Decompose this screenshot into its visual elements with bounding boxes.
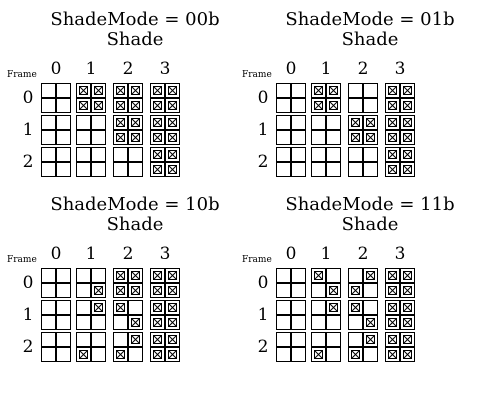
shade-pattern-cell (113, 147, 143, 177)
shade-pattern-cell (41, 83, 71, 113)
shade-pattern-cell (385, 83, 415, 113)
frame-row-number: 0 (22, 88, 34, 108)
shade-pattern-cell (41, 115, 71, 145)
shade-pattern-cell (385, 147, 415, 177)
shade-heading: Shade (106, 29, 164, 50)
panel-title: ShadeMode = 01b (285, 9, 455, 30)
shade-column-number: 0 (50, 244, 62, 264)
shade-column-number: 0 (285, 244, 297, 264)
shade-column-number: 3 (394, 244, 406, 264)
shade-pattern-cell (276, 300, 306, 330)
shade-pattern-cell (311, 147, 341, 177)
shade-pattern-cell (311, 268, 341, 298)
frame-row-number: 1 (257, 305, 269, 325)
frame-label: Frame (7, 70, 37, 80)
shade-pattern-cell (76, 300, 106, 330)
shade-pattern-cell (311, 300, 341, 330)
shade-pattern-cell (113, 332, 143, 362)
shade-pattern-cell (276, 268, 306, 298)
shade-column-number: 2 (357, 59, 369, 79)
shade-pattern-cell (41, 147, 71, 177)
shade-pattern-cell (150, 115, 180, 145)
shade-pattern-cell (348, 268, 378, 298)
shade-column-number: 3 (159, 59, 171, 79)
shade-pattern-cell (311, 332, 341, 362)
frame-label: Frame (242, 255, 272, 265)
frame-row-number: 2 (22, 337, 34, 357)
shade-pattern-cell (41, 332, 71, 362)
frame-row-number: 0 (22, 273, 34, 293)
shade-pattern-cell (113, 115, 143, 145)
shade-pattern-cell (76, 115, 106, 145)
shade-column-number: 2 (122, 59, 134, 79)
shade-pattern-cell (113, 268, 143, 298)
panel-title: ShadeMode = 11b (285, 194, 455, 215)
shade-pattern-cell (385, 268, 415, 298)
shade-heading: Shade (341, 29, 399, 50)
shade-pattern-cell (385, 300, 415, 330)
panel-title: ShadeMode = 10b (50, 194, 220, 215)
shade-heading: Shade (341, 214, 399, 235)
shade-pattern-cell (348, 115, 378, 145)
shade-pattern-cell (41, 268, 71, 298)
frame-row-number: 0 (257, 273, 269, 293)
shade-pattern-cell (276, 115, 306, 145)
shade-column-number: 3 (394, 59, 406, 79)
shade-pattern-cell (385, 115, 415, 145)
shade-pattern-cell (385, 332, 415, 362)
shade-column-number: 0 (50, 59, 62, 79)
panel-title: ShadeMode = 00b (50, 9, 220, 30)
shade-pattern-cell (150, 83, 180, 113)
shade-pattern-cell (113, 83, 143, 113)
shade-column-number: 0 (285, 59, 297, 79)
shade-pattern-cell (113, 300, 143, 330)
shade-pattern-cell (150, 300, 180, 330)
shade-pattern-cell (41, 300, 71, 330)
shade-pattern-cell (150, 332, 180, 362)
frame-row-number: 1 (22, 305, 34, 325)
shade-pattern-cell (150, 268, 180, 298)
shade-pattern-cell (76, 268, 106, 298)
shade-pattern-cell (348, 147, 378, 177)
frame-row-number: 0 (257, 88, 269, 108)
shade-column-number: 1 (85, 59, 97, 79)
frame-row-number: 2 (22, 152, 34, 172)
shade-column-number: 3 (159, 244, 171, 264)
shade-column-number: 2 (357, 244, 369, 264)
shade-pattern-cell (76, 332, 106, 362)
shade-heading: Shade (106, 214, 164, 235)
shade-pattern-cell (150, 147, 180, 177)
shade-pattern-cell (276, 332, 306, 362)
shade-pattern-cell (76, 83, 106, 113)
frame-label: Frame (7, 255, 37, 265)
shade-pattern-cell (348, 300, 378, 330)
shade-pattern-cell (76, 147, 106, 177)
shade-column-number: 1 (320, 244, 332, 264)
shade-column-number: 1 (320, 59, 332, 79)
shade-column-number: 1 (85, 244, 97, 264)
shade-pattern-cell (348, 83, 378, 113)
shade-pattern-cell (348, 332, 378, 362)
frame-label: Frame (242, 70, 272, 80)
shade-pattern-cell (311, 83, 341, 113)
frame-row-number: 2 (257, 337, 269, 357)
shade-pattern-cell (276, 147, 306, 177)
frame-row-number: 1 (22, 120, 34, 140)
shade-column-number: 2 (122, 244, 134, 264)
frame-row-number: 2 (257, 152, 269, 172)
frame-row-number: 1 (257, 120, 269, 140)
shade-pattern-cell (276, 83, 306, 113)
shade-pattern-cell (311, 115, 341, 145)
